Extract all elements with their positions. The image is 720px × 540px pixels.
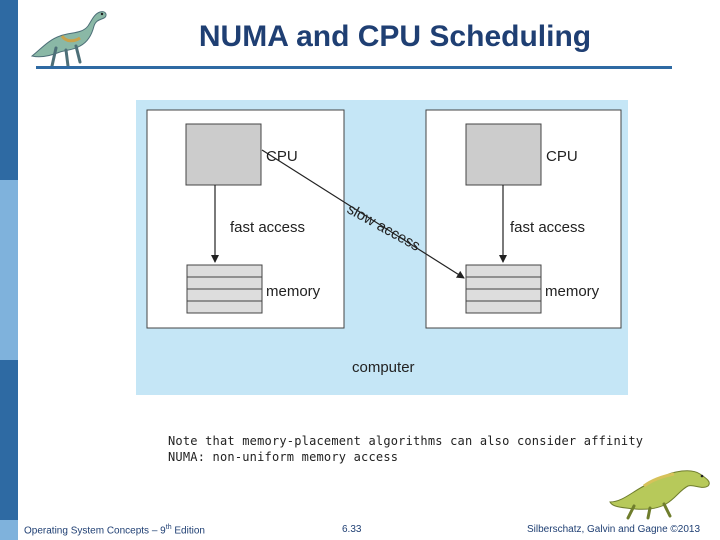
dinosaur-logo-icon [30,11,107,68]
sidebar-block [0,360,18,520]
dinosaur-logo-icon [609,470,710,520]
sidebar-block [0,0,18,180]
left-cpu-box [185,123,262,186]
left-cpu-label: CPU [266,148,298,165]
sidebar-block [0,520,18,540]
sidebar-strip [0,0,18,540]
footer-course: Operating System Concepts – 9th Edition [24,524,205,536]
footer-copyright: Silberschatz, Galvin and Gagne ©2013 [527,524,701,535]
sidebar-block [0,180,18,360]
left-memory-label: memory [266,283,321,300]
left-memory-stack [186,264,263,314]
note-line: Note that memory-placement algorithms ca… [168,434,644,448]
note-line: NUMA: non-uniform memory access [168,450,399,464]
slide-title: NUMA and CPU Scheduling [198,20,592,53]
left-fast-access-label: fast access [230,219,305,236]
footer-course-suffix: Edition [171,525,205,537]
right-cpu-box [465,123,542,186]
computer-label: computer [352,359,415,376]
slow-access-arrow [261,149,465,279]
footer-course-sup: th [165,524,172,531]
right-fast-access-label: fast access [510,219,585,236]
footer-page-number: 6.33 [342,524,362,535]
right-memory-label: memory [545,283,600,300]
footer-course-prefix: Operating System Concepts – 9 [24,525,166,537]
right-cpu-label: CPU [546,148,578,165]
right-memory-stack [465,264,542,314]
title-rule [36,66,672,69]
